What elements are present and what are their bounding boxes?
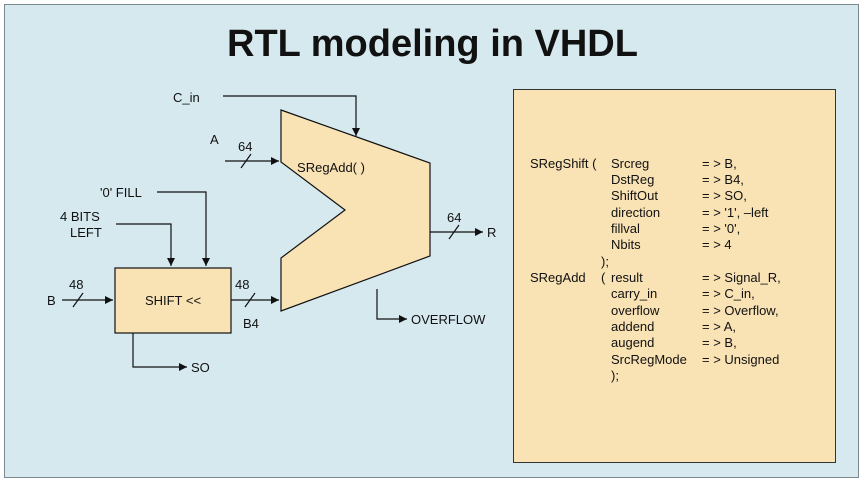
- c-in-wire: [223, 95, 360, 136]
- shift-amount-label-1: 4 BITS: [60, 209, 100, 224]
- shift-param-value: = > B4,: [702, 172, 744, 187]
- add-call-open: (: [601, 270, 606, 285]
- a-label: A: [210, 132, 219, 147]
- overflow-label: OVERFLOW: [411, 312, 486, 327]
- add-param-value: = > A,: [702, 319, 736, 334]
- add-param-value: = > C_in,: [702, 286, 755, 301]
- shift-param-value: = > 4: [702, 237, 732, 252]
- so-label: SO: [191, 360, 210, 375]
- add-param-name: SrcRegMode: [611, 352, 687, 367]
- rtl-diagram: SRegAdd( ) SHIFT << C_in A 64 '0' FILL 4…: [47, 90, 496, 375]
- add-param-value: = > Signal_R,: [702, 270, 781, 285]
- add-param-value: = > Overflow,: [702, 303, 779, 318]
- shift-param-value: = > B,: [702, 156, 737, 171]
- add-param-value: = > B,: [702, 335, 737, 350]
- add-param-name: overflow: [611, 303, 660, 318]
- shift-param-name: ShiftOut: [611, 188, 658, 203]
- shift-call: SRegShift (: [530, 156, 597, 171]
- b-label: B: [47, 293, 56, 308]
- shift-param-name: Srcreg: [611, 156, 650, 171]
- shift-param-name: fillval: [611, 221, 640, 236]
- add-param-name: augend: [611, 335, 655, 350]
- slide-frame: RTL modeling in VHDL SRegAdd( ) SHIFT <<…: [4, 4, 859, 478]
- shift-block: [114, 267, 232, 334]
- adder-label: SRegAdd( ): [297, 160, 365, 175]
- overflow-wire: [376, 289, 407, 323]
- add-call-close: );: [611, 368, 619, 383]
- add-param-name: carry_in: [611, 286, 658, 301]
- shift-param-name: direction: [611, 205, 661, 220]
- r-label: R: [487, 225, 496, 240]
- add-param-name: result: [611, 270, 643, 285]
- shift-param-value: = > SO,: [702, 188, 747, 203]
- a-bus-slash: [240, 153, 252, 169]
- r-width-label: 64: [447, 210, 461, 225]
- c-in-label: C_in: [173, 90, 200, 105]
- b-bus-slash: [72, 292, 84, 308]
- adder-block: [280, 109, 431, 312]
- r-bus-slash: [448, 224, 460, 240]
- shift-label: SHIFT <<: [145, 293, 201, 308]
- shift-param-value: = > '1', –left: [702, 205, 769, 220]
- shift-call-close: );: [601, 254, 609, 269]
- vhdl-code-panel: [513, 89, 836, 463]
- add-param-name: addend: [611, 319, 655, 334]
- shift-param-name: Nbits: [611, 237, 641, 252]
- slide-title: RTL modeling in VHDL: [227, 23, 638, 65]
- b4-label: B4: [243, 316, 259, 331]
- add-call: SRegAdd: [530, 270, 586, 285]
- fill-wire: [157, 191, 210, 266]
- fill-label: '0' FILL: [100, 185, 142, 200]
- add-param-value: = > Unsigned: [702, 352, 780, 367]
- so-wire: [132, 333, 187, 371]
- b4-bus-slash: [244, 292, 256, 308]
- shift-param-value: = > '0',: [702, 221, 741, 236]
- b-width-label: 48: [69, 277, 83, 292]
- b4-width-label: 48: [235, 277, 249, 292]
- shift-amount-wire: [116, 223, 175, 266]
- shift-amount-label-2: LEFT: [70, 225, 102, 240]
- a-width-label: 64: [238, 139, 252, 154]
- shift-param-name: DstReg: [611, 172, 655, 187]
